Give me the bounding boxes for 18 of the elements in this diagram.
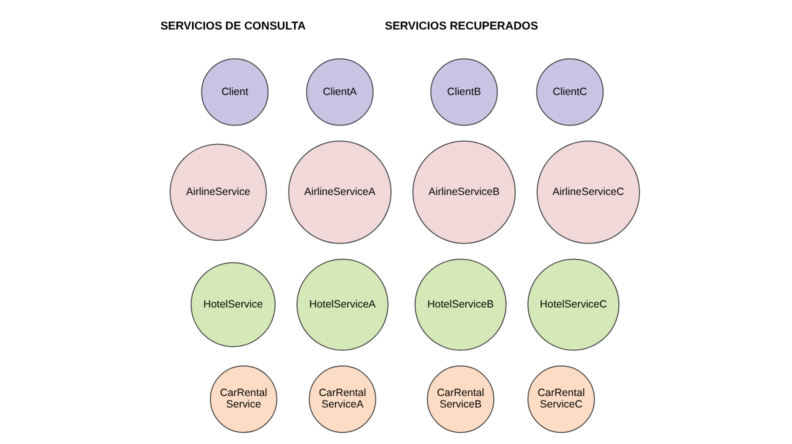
- node-circle: CarRental ServiceB: [426, 365, 494, 433]
- node-circle: HotelServiceB: [414, 258, 506, 351]
- node-circle: AirlineServiceA: [288, 140, 391, 244]
- node-circle: ClientA: [306, 58, 374, 126]
- node-circle: ClientB: [430, 58, 498, 126]
- label: SERVICIOS DE CONSULTA: [160, 20, 306, 32]
- node-circle: Client: [200, 58, 268, 126]
- node-circle: CarRental Service: [209, 365, 277, 433]
- node-circle: AirlineServiceC: [536, 140, 640, 244]
- node-circle: HotelService: [190, 262, 276, 348]
- node-circle: HotelServiceC: [527, 258, 619, 351]
- node-circle: HotelServiceA: [296, 258, 388, 351]
- node-circle: AirlineService: [169, 144, 266, 241]
- node-circle: AirlineServiceB: [412, 140, 516, 244]
- node-circle: CarRental ServiceA: [308, 365, 376, 433]
- label: SERVICIOS RECUPERADOS: [384, 20, 538, 32]
- node-circle: ClientC: [536, 58, 604, 126]
- node-circle: CarRental ServiceC: [527, 365, 594, 433]
